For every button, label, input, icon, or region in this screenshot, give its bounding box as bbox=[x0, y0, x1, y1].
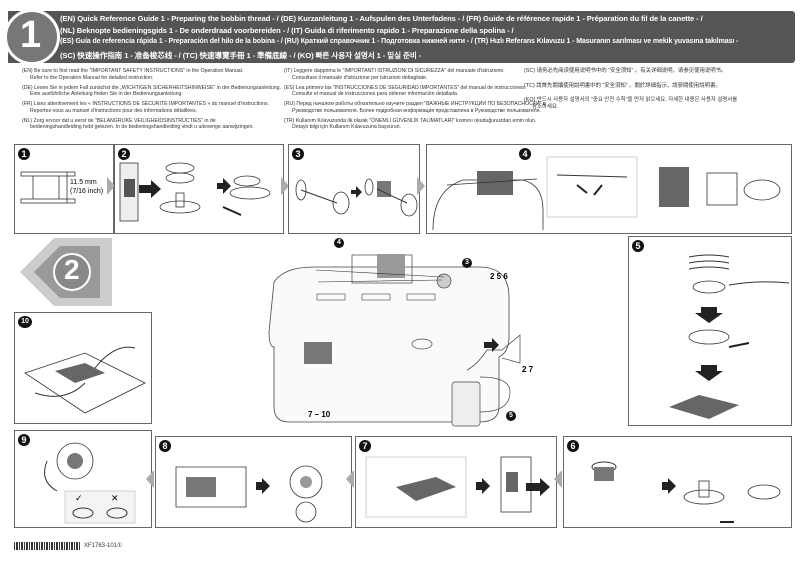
section-number: 2 bbox=[64, 254, 80, 285]
callout-4: 4 bbox=[334, 237, 345, 248]
prev-arrow bbox=[146, 470, 154, 488]
section-2-marker: 2 bbox=[20, 238, 112, 306]
instr-ru-2: Руководстве пользователя. Более подробна… bbox=[292, 107, 541, 114]
instr-nl-2: bedieningshandleiding hebt gelezen. In d… bbox=[30, 124, 254, 131]
sewing-machine-overview: 4 3 2 5 6 2 7 5 7 – 10 bbox=[262, 232, 562, 432]
step-1-panel: 1 11.5 mm(7/16 inch) bbox=[14, 144, 114, 234]
step-9-panel: 9 ✓✕ bbox=[14, 430, 152, 528]
callout-7-10: 7 – 10 bbox=[308, 410, 331, 419]
instr-ko-2: 참조하세요. bbox=[532, 103, 559, 110]
instructions-col-1: (EN) Be sure to first read the "IMPORTAN… bbox=[22, 68, 281, 134]
step-4-panel: 4 bbox=[426, 144, 792, 234]
bobbin-height-label: 11.5 mm(7/16 inch) bbox=[70, 179, 104, 195]
prev-arrow bbox=[346, 470, 354, 488]
step-5-panel: 5 bbox=[628, 236, 792, 426]
svg-text:✓: ✓ bbox=[75, 493, 83, 503]
prev-arrow bbox=[554, 470, 562, 488]
next-arrow bbox=[417, 177, 425, 195]
instr-de-2: Eine ausführliche Anleitung finden Sie i… bbox=[30, 91, 183, 98]
title-line-3: (ES) Guía de referencia rápida 1 - Prepa… bbox=[60, 38, 739, 45]
bobbin-case-illustration bbox=[175, 465, 323, 523]
step-number: 10 bbox=[18, 316, 32, 328]
instr-it-2: Consultare il manuale d'istruzione per i… bbox=[292, 74, 428, 81]
step-10-panel: 10 bbox=[14, 312, 152, 424]
title-line-2: (NL) Beknopte bedieningsgids 1 - De onde… bbox=[60, 26, 514, 35]
needle-plate-illustration bbox=[365, 456, 550, 518]
instr-tr-2: Detaylı bilgi için Kullanım Kılavuzuna b… bbox=[292, 124, 401, 131]
instr-ko: (KO) 반드시 사용자 설명서의 "중요 안전 수칙"을 먼저 읽으세요. 자… bbox=[524, 97, 738, 104]
step-number: 2 bbox=[118, 148, 130, 160]
instr-de: (DE) Lesen Sie in jedem Fall zunächst di… bbox=[22, 84, 282, 91]
instr-tc: (TC) 請首先閱讀使用說明書中的 “安全須知” 。關於詳細指示，請參閱使用說明… bbox=[524, 82, 721, 89]
next-arrow bbox=[281, 177, 289, 195]
instr-en-2: Refer to the Operation Manual for detail… bbox=[30, 74, 154, 81]
step-number: 7 bbox=[359, 440, 371, 452]
step-6-panel: 6 bbox=[563, 436, 792, 528]
instr-sc: (SC) 请务必先阅读使用说明书中的 “安全须知” 。有关详细说明，请参见使用说… bbox=[524, 68, 727, 74]
winding-steps-illustration bbox=[669, 254, 790, 419]
svg-text:✕: ✕ bbox=[111, 493, 119, 503]
title-line-1: (EN) Quick Reference Guide 1 - Preparing… bbox=[60, 14, 703, 23]
step-3-panel: 3 bbox=[288, 144, 420, 234]
title-line-4: (SC) 快速操作指南 1 - 准备梭芯线 - / (TC) 快速導覽手冊 1 … bbox=[60, 51, 422, 60]
callout-3: 3 bbox=[462, 257, 473, 268]
step-number: 9 bbox=[18, 434, 30, 446]
next-arrow bbox=[107, 177, 115, 195]
step-number: 6 bbox=[567, 440, 579, 452]
bobbin-illustration bbox=[20, 171, 76, 204]
instr-ru: (RU) Перед началом работы обязательно из… bbox=[284, 101, 546, 108]
step-number: 5 bbox=[632, 240, 644, 252]
step-number: 4 bbox=[519, 148, 531, 160]
instr-en: (EN) Be sure to first read the "IMPORTAN… bbox=[22, 68, 244, 74]
callout-2-7: 2 7 bbox=[522, 365, 534, 374]
instr-fr: (FR) Lisez attentivement les « INSTRUCTI… bbox=[22, 101, 269, 108]
document-code: XF1763-101① bbox=[84, 543, 123, 549]
step-2-panel: 2 bbox=[114, 144, 284, 234]
barcode bbox=[14, 542, 80, 550]
step-8-panel: 8 bbox=[155, 436, 352, 528]
bobbin-winder-start-illustration bbox=[591, 461, 781, 523]
instructions-col-3: (SC) 请务必先阅读使用说明书中的 “安全须知” 。有关详细说明，请参见使用说… bbox=[524, 68, 737, 114]
bobbin-thread-pull-illustration bbox=[24, 346, 146, 414]
step-7-panel: 7 bbox=[355, 436, 557, 528]
title-banner: (EN) Quick Reference Guide 1 - Preparing… bbox=[8, 11, 795, 63]
instr-es-2: Consulte el manual de instrucciones para… bbox=[292, 91, 459, 98]
callout-2-5-6: 2 5 6 bbox=[490, 272, 508, 281]
power-switch-and-bobbin-winder-illustration bbox=[119, 162, 271, 222]
instr-es: (ES) Lea primero las "INSTRUCCIONES DE S… bbox=[284, 84, 527, 91]
bobbin-insertion-check-illustration: ✓✕ bbox=[44, 442, 136, 524]
instr-tr: (TR) Kullanım Kılavuzunda ilk olarak "ÖN… bbox=[284, 117, 537, 124]
guide-number-logo: 1 bbox=[4, 9, 60, 65]
thread-guide-illustration bbox=[432, 156, 781, 231]
step-number: 8 bbox=[159, 440, 171, 452]
instr-nl: (NL) Zorg ervoor dat u eerst de "BELANGR… bbox=[22, 117, 216, 124]
callout-5: 5 bbox=[506, 410, 517, 421]
instr-fr-2: Reportez-vous au manuel d'instructions p… bbox=[30, 107, 198, 114]
spool-pin-illustration bbox=[295, 178, 418, 217]
step-number: 3 bbox=[292, 148, 304, 160]
instructions-col-2: (IT) Leggere dapprima le "IMPORTANTI IST… bbox=[284, 68, 546, 134]
instr-it: (IT) Leggere dapprima le "IMPORTANTI IST… bbox=[284, 68, 505, 74]
step-number: 1 bbox=[18, 148, 30, 160]
